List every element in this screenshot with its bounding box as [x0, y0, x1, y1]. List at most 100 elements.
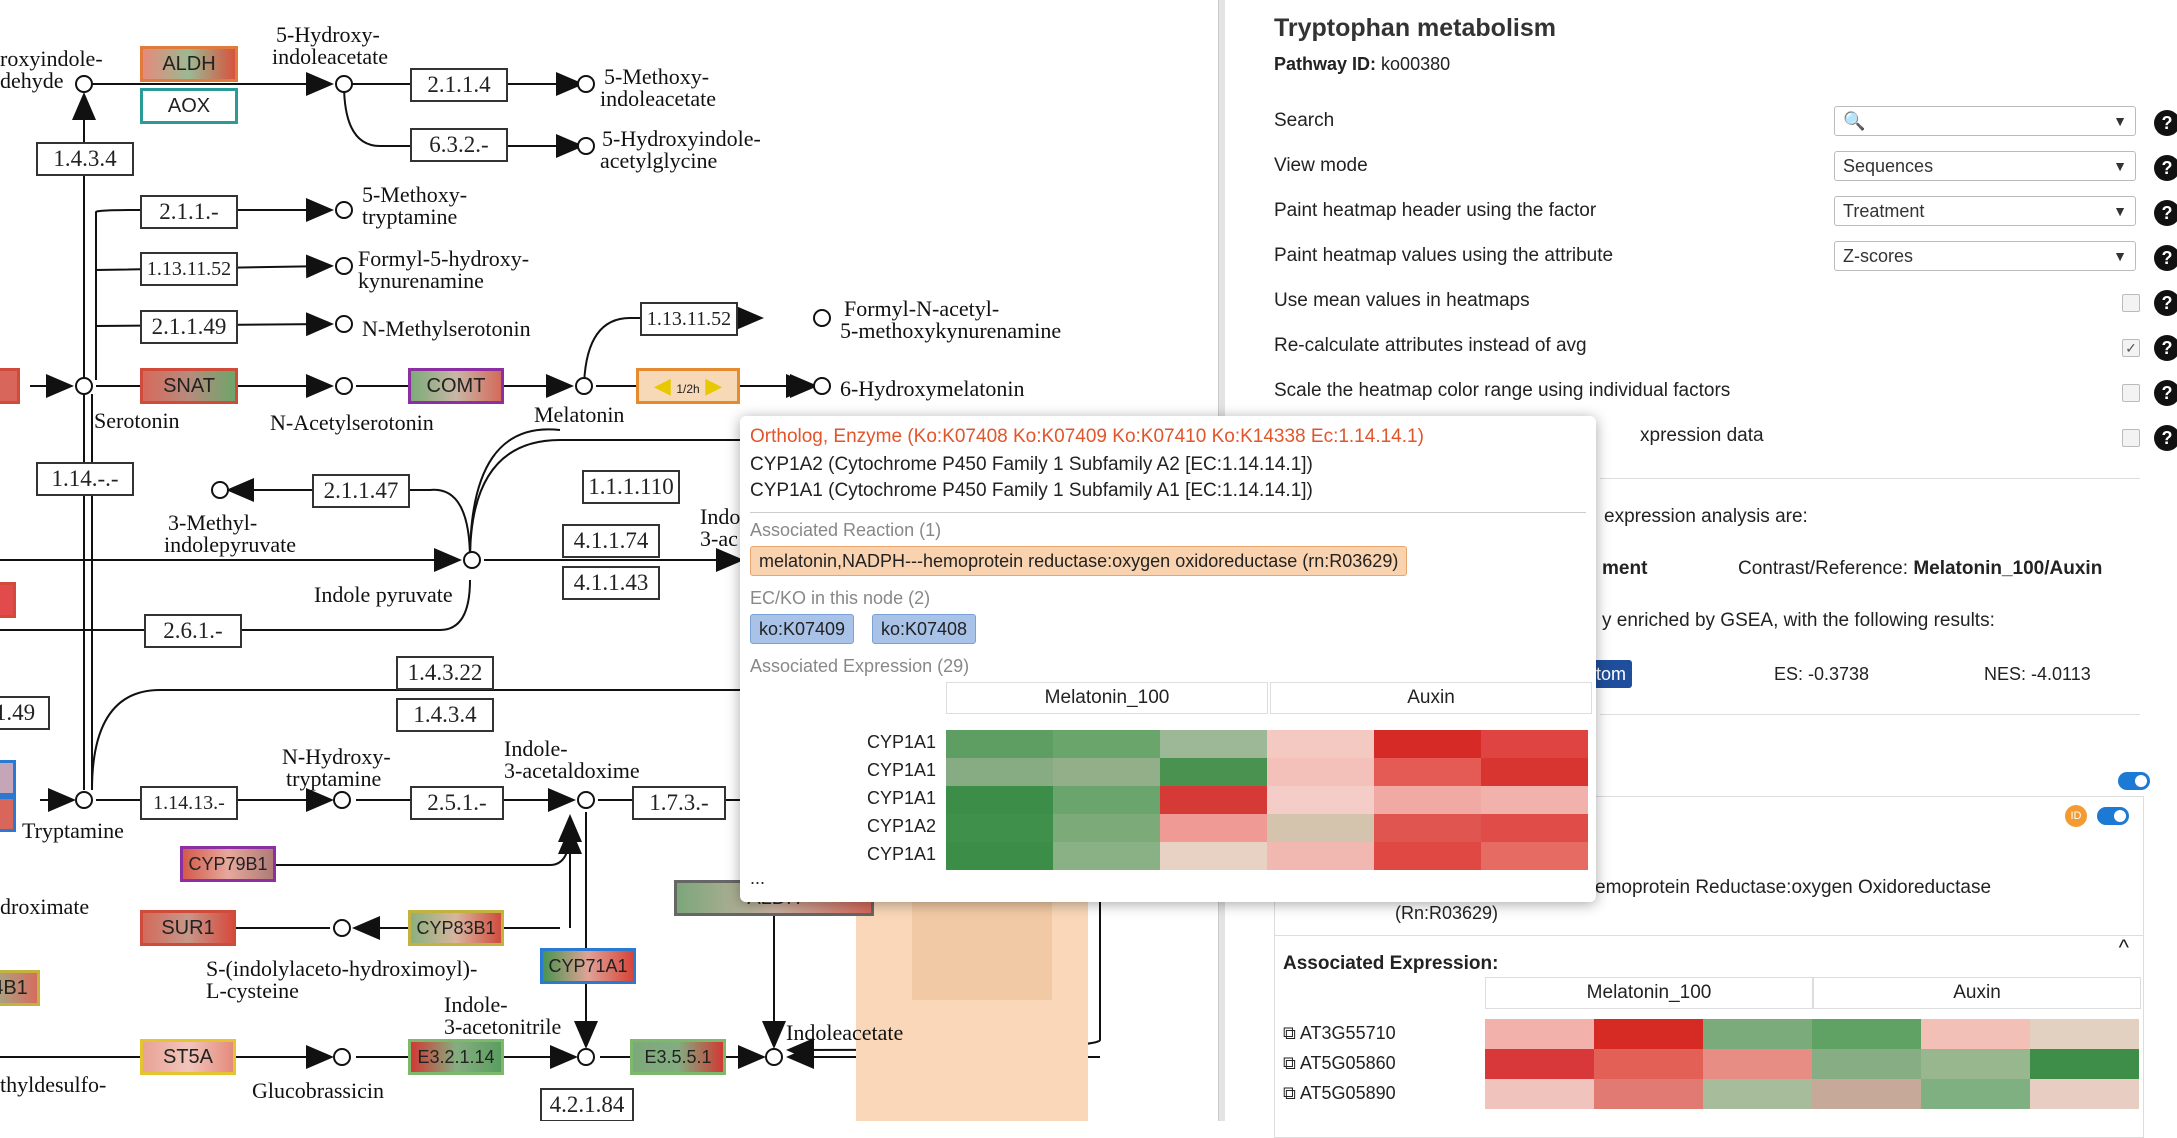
heatmap-cell[interactable]	[1485, 1079, 1594, 1109]
enzyme-node-comt[interactable]: COMT	[408, 368, 504, 404]
collapse-icon[interactable]: ^	[2118, 935, 2129, 960]
reaction-tag[interactable]: melatonin,NADPH---hemoprotein reductase:…	[750, 546, 1408, 576]
ec-node-1-1-1-110[interactable]: 1.1.1.110	[582, 470, 680, 504]
heatmap-cell[interactable]	[1812, 1049, 1921, 1079]
ec-node-2-5-1[interactable]: 2.5.1.-	[410, 786, 504, 820]
heatmap-cell[interactable]	[1481, 842, 1588, 870]
ec-node-1-14[interactable]: 1.14.-.-	[36, 462, 134, 496]
ec-node-4-1-1-43[interactable]: 4.1.1.43	[562, 566, 660, 600]
enzyme-node-cyp83b1[interactable]: CYP83B1	[408, 910, 504, 946]
heatmap-cell[interactable]	[1812, 1019, 1921, 1049]
heatmap-cell[interactable]	[1594, 1049, 1703, 1079]
enzyme-node-edge[interactable]	[0, 368, 20, 404]
heatmap-cell[interactable]	[1267, 758, 1374, 786]
card-gene-label[interactable]: ⧉ AT3G55710	[1283, 1023, 1396, 1044]
ec-node-1-4-3-4-top[interactable]: 1.4.3.4	[36, 142, 134, 176]
ec-node-2-1-1-49[interactable]: 2.1.1.49	[140, 310, 238, 344]
heatmap-cell[interactable]	[1921, 1019, 2030, 1049]
enzyme-node-cyp71a1[interactable]: CYP71A1	[540, 948, 636, 984]
enzyme-node-e3-2-1-14[interactable]: E3.2.1.14	[408, 1039, 504, 1075]
ec-node-1-13-11-52-left[interactable]: 1.13.11.52	[140, 252, 238, 286]
ec-node-1-4-3-4-mid[interactable]: 1.4.3.4	[396, 698, 494, 732]
heatmap-cell[interactable]	[946, 814, 1053, 842]
heatmap-cell[interactable]	[2030, 1019, 2139, 1049]
heatmap-cell[interactable]	[1267, 814, 1374, 842]
heatmap-cell[interactable]	[1481, 814, 1588, 842]
enzyme-node-edge[interactable]	[0, 796, 16, 832]
enzyme-node-st5a[interactable]: ST5A	[140, 1039, 236, 1075]
heatmap-cell[interactable]	[1594, 1079, 1703, 1109]
mean-values-checkbox[interactable]	[2122, 294, 2140, 312]
help-icon[interactable]: ?	[2154, 155, 2177, 181]
heatmap-cell[interactable]	[1485, 1049, 1594, 1079]
ec-node-4-1-1-74[interactable]: 4.1.1.74	[562, 524, 660, 558]
ec-node-1-13-11-52-right[interactable]: 1.13.11.52	[640, 302, 738, 336]
values-attr-select[interactable]: Z-scores▼	[1834, 241, 2136, 271]
enzyme-node-edge[interactable]	[0, 582, 16, 618]
help-icon[interactable]: ?	[2154, 290, 2177, 316]
heatmap-cell[interactable]	[1053, 730, 1160, 758]
heatmap-cell[interactable]	[2030, 1079, 2139, 1109]
heatmap-cell[interactable]	[1053, 758, 1160, 786]
heatmap-cell[interactable]	[1485, 1019, 1594, 1049]
heatmap-cell[interactable]	[1053, 842, 1160, 870]
ec-node-1-49[interactable]: 1.49	[0, 696, 50, 730]
id-icon[interactable]: ID	[2065, 805, 2087, 827]
recalc-checkbox[interactable]: ✓	[2122, 339, 2140, 357]
ec-node-6-3-2[interactable]: 6.3.2.-	[410, 128, 508, 162]
heatmap-cell[interactable]	[1921, 1049, 2030, 1079]
help-icon[interactable]: ?	[2154, 200, 2177, 226]
heatmap-cell[interactable]	[1374, 842, 1481, 870]
heatmap-cell[interactable]	[1374, 758, 1481, 786]
heatmap-cell[interactable]	[946, 758, 1053, 786]
help-icon[interactable]: ?	[2154, 110, 2177, 136]
ec-node-1-14-13[interactable]: 1.14.13.-	[140, 786, 238, 820]
heatmap-cell[interactable]	[1160, 842, 1267, 870]
heatmap-cell[interactable]	[1160, 786, 1267, 814]
card-gene-label[interactable]: ⧉ AT5G05860	[1283, 1053, 1396, 1074]
ec-node-2-1-1-47[interactable]: 2.1.1.47	[312, 474, 410, 508]
expr-data-checkbox[interactable]	[2122, 429, 2140, 447]
help-icon[interactable]: ?	[2154, 335, 2177, 361]
heatmap-cell[interactable]	[1481, 786, 1588, 814]
help-icon[interactable]: ?	[2154, 380, 2177, 406]
ec-node-2-1-1-4[interactable]: 2.1.1.4	[410, 68, 508, 102]
heatmap-cell[interactable]	[1267, 730, 1374, 758]
heatmap-cell[interactable]	[1921, 1079, 2030, 1109]
ko-tag[interactable]: ko:K07409	[750, 614, 855, 644]
heatmap-cell[interactable]	[1160, 758, 1267, 786]
copy-icon[interactable]: ⧉	[1283, 1053, 1300, 1073]
card-gene-label[interactable]: ⧉ AT5G05890	[1283, 1083, 1396, 1104]
heatmap-cell[interactable]	[1703, 1079, 1812, 1109]
enzyme-node-cyp79b1[interactable]: CYP79B1	[180, 846, 276, 882]
copy-icon[interactable]: ⧉	[1283, 1083, 1300, 1103]
heatmap-cell[interactable]	[946, 730, 1053, 758]
heatmap-cell[interactable]	[1160, 730, 1267, 758]
enzyme-node-aldh[interactable]: ALDH	[140, 46, 238, 82]
search-select[interactable]: 🔍 ▼	[1834, 106, 2136, 136]
heatmap-cell[interactable]	[1267, 786, 1374, 814]
enzyme-node-paged[interactable]: ◀ 1/2h ▶	[636, 368, 740, 404]
heatmap-cell[interactable]	[1481, 730, 1588, 758]
enzyme-node-aox[interactable]: AOX	[140, 88, 238, 124]
heatmap-cell[interactable]	[1374, 730, 1481, 758]
header-factor-select[interactable]: Treatment▼	[1834, 196, 2136, 226]
view-mode-select[interactable]: Sequences▼	[1834, 151, 2136, 181]
ec-node-4-2-1-84[interactable]: 4.2.1.84	[540, 1088, 634, 1121]
help-icon[interactable]: ?	[2154, 425, 2177, 451]
card-toggle[interactable]	[2097, 807, 2129, 825]
heatmap-cell[interactable]	[1160, 814, 1267, 842]
heatmap-cell[interactable]	[1812, 1079, 1921, 1109]
heatmap-cell[interactable]	[1481, 758, 1588, 786]
copy-icon[interactable]: ⧉	[1283, 1023, 1300, 1043]
heatmap-cell[interactable]	[2030, 1049, 2139, 1079]
heatmap-cell[interactable]	[1374, 814, 1481, 842]
next-page-icon[interactable]: ▶	[705, 373, 723, 398]
heatmap-cell[interactable]	[1053, 814, 1160, 842]
heatmap-cell[interactable]	[1703, 1019, 1812, 1049]
prev-page-icon[interactable]: ◀	[653, 373, 671, 398]
panel-toggle[interactable]	[2118, 772, 2150, 790]
direction-badge[interactable]: tom	[1590, 660, 1633, 688]
enzyme-node-4b1[interactable]: 4B1	[0, 970, 40, 1006]
enzyme-node-e3-5-5-1[interactable]: E3.5.5.1	[630, 1039, 726, 1075]
